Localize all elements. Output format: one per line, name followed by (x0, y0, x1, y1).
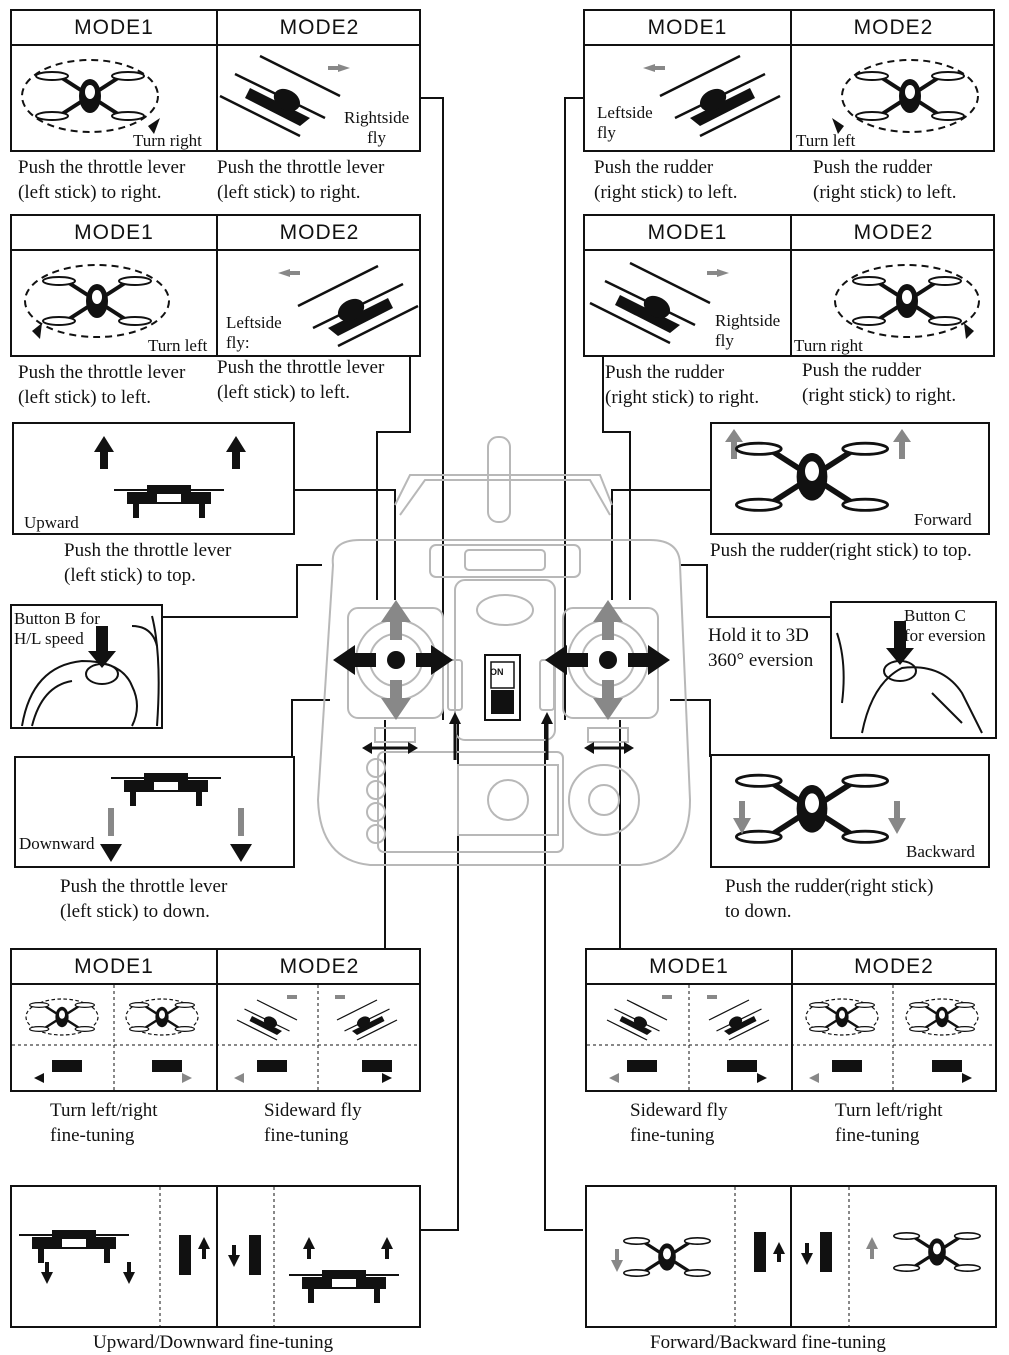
button-c-panel: Button C for eversion (830, 601, 997, 739)
button-b-label: Button B for H/L speed (14, 609, 100, 649)
backward-caption: Push the rudder(right stick) to down. (725, 874, 933, 924)
mode2-header: MODE2 (793, 955, 995, 979)
rightside-fly-label: Rightside fly (715, 311, 780, 351)
updown-fine-tuning-illustration (12, 1187, 419, 1326)
mode1-header: MODE1 (12, 955, 216, 979)
second-right-mode1-caption: Push the rudder (right stick) to right. (605, 360, 759, 410)
eversion-caption: Hold it to 3D 360° eversion (708, 623, 813, 673)
button-c-label: Button C for eversion (904, 606, 986, 646)
top-left-mode1-caption: Push the throttle lever (left stick) to … (18, 155, 185, 205)
updown-fine-tuning-panel (10, 1185, 421, 1328)
forward-panel: Forward (710, 422, 990, 535)
mode1-header: MODE1 (12, 221, 216, 245)
forward-caption: Push the rudder(right stick) to top. (710, 538, 972, 563)
fine-tuning-left-panel: MODE1 MODE2 (10, 948, 421, 1092)
forward-backward-fine-tuning-caption: Forward/Backward fine-tuning (650, 1330, 886, 1355)
turn-left-label: Turn left (148, 336, 207, 356)
downward-label: Downward (19, 834, 95, 854)
mode2-header: MODE2 (792, 16, 995, 40)
upward-label: Upward (24, 513, 79, 533)
forward-backward-fine-tuning-panel (585, 1185, 997, 1328)
downward-caption: Push the throttle lever (left stick) to … (60, 874, 227, 924)
leftside-fly-label: Leftside fly (597, 103, 653, 143)
fine-right-mode2-caption: Turn left/right fine-tuning (835, 1098, 943, 1148)
second-left-mode1-caption: Push the throttle lever (left stick) to … (18, 360, 185, 410)
forward-backward-fine-tuning-illustration (587, 1187, 995, 1326)
fine-tuning-right-illustration (587, 985, 995, 1090)
turn-right-label: Turn right (133, 131, 202, 151)
top-right-panel: MODE1 MODE2 Leftside fly Turn left (583, 9, 995, 152)
forward-label: Forward (914, 510, 972, 530)
mode1-header: MODE1 (585, 221, 790, 245)
second-left-mode2-caption: Push the throttle lever (left stick) to … (217, 355, 384, 405)
fine-left-mode1-caption: Turn left/right fine-tuning (50, 1098, 158, 1148)
second-left-panel: MODE1 MODE2 Turn left Leftside fly: (10, 214, 421, 357)
turn-left-label: Turn left (796, 131, 855, 151)
fine-left-mode2-caption: Sideward fly fine-tuning (264, 1098, 362, 1148)
fine-tuning-right-panel: MODE1 MODE2 (585, 948, 997, 1092)
button-b-panel: Button B for H/L speed (10, 604, 163, 729)
mode1-header: MODE1 (587, 955, 791, 979)
second-right-mode2-caption: Push the rudder (right stick) to right. (802, 358, 956, 408)
power-switch-label: ON (490, 667, 504, 677)
rightside-fly-label: Rightside fly (344, 108, 409, 148)
mode1-header: MODE1 (12, 16, 216, 40)
downward-panel: Downward (14, 756, 295, 868)
top-left-mode2-caption: Push the throttle lever (left stick) to … (217, 155, 384, 205)
mode1-header: MODE1 (585, 16, 790, 40)
leftside-fly-label: Leftside fly: (226, 313, 282, 353)
upward-panel: Upward (12, 422, 295, 535)
mode2-header: MODE2 (218, 955, 421, 979)
turn-right-label: Turn right (794, 336, 863, 356)
top-right-mode1-caption: Push the rudder (right stick) to left. (594, 155, 738, 205)
top-right-mode2-caption: Push the rudder (right stick) to left. (813, 155, 957, 205)
mode2-header: MODE2 (218, 221, 421, 245)
mode2-header: MODE2 (218, 16, 421, 40)
mode2-header: MODE2 (792, 221, 995, 245)
top-left-panel: MODE1 MODE2 Turn right Rightside fly (10, 9, 421, 152)
backward-label: Backward (906, 842, 975, 862)
updown-fine-tuning-caption: Upward/Downward fine-tuning (93, 1330, 333, 1355)
backward-panel: Backward (710, 754, 990, 868)
second-right-panel: MODE1 MODE2 Rightside fly Turn right (583, 214, 995, 357)
upward-caption: Push the throttle lever (left stick) to … (64, 538, 231, 588)
fine-right-mode1-caption: Sideward fly fine-tuning (630, 1098, 728, 1148)
fine-tuning-left-illustration (12, 985, 419, 1090)
